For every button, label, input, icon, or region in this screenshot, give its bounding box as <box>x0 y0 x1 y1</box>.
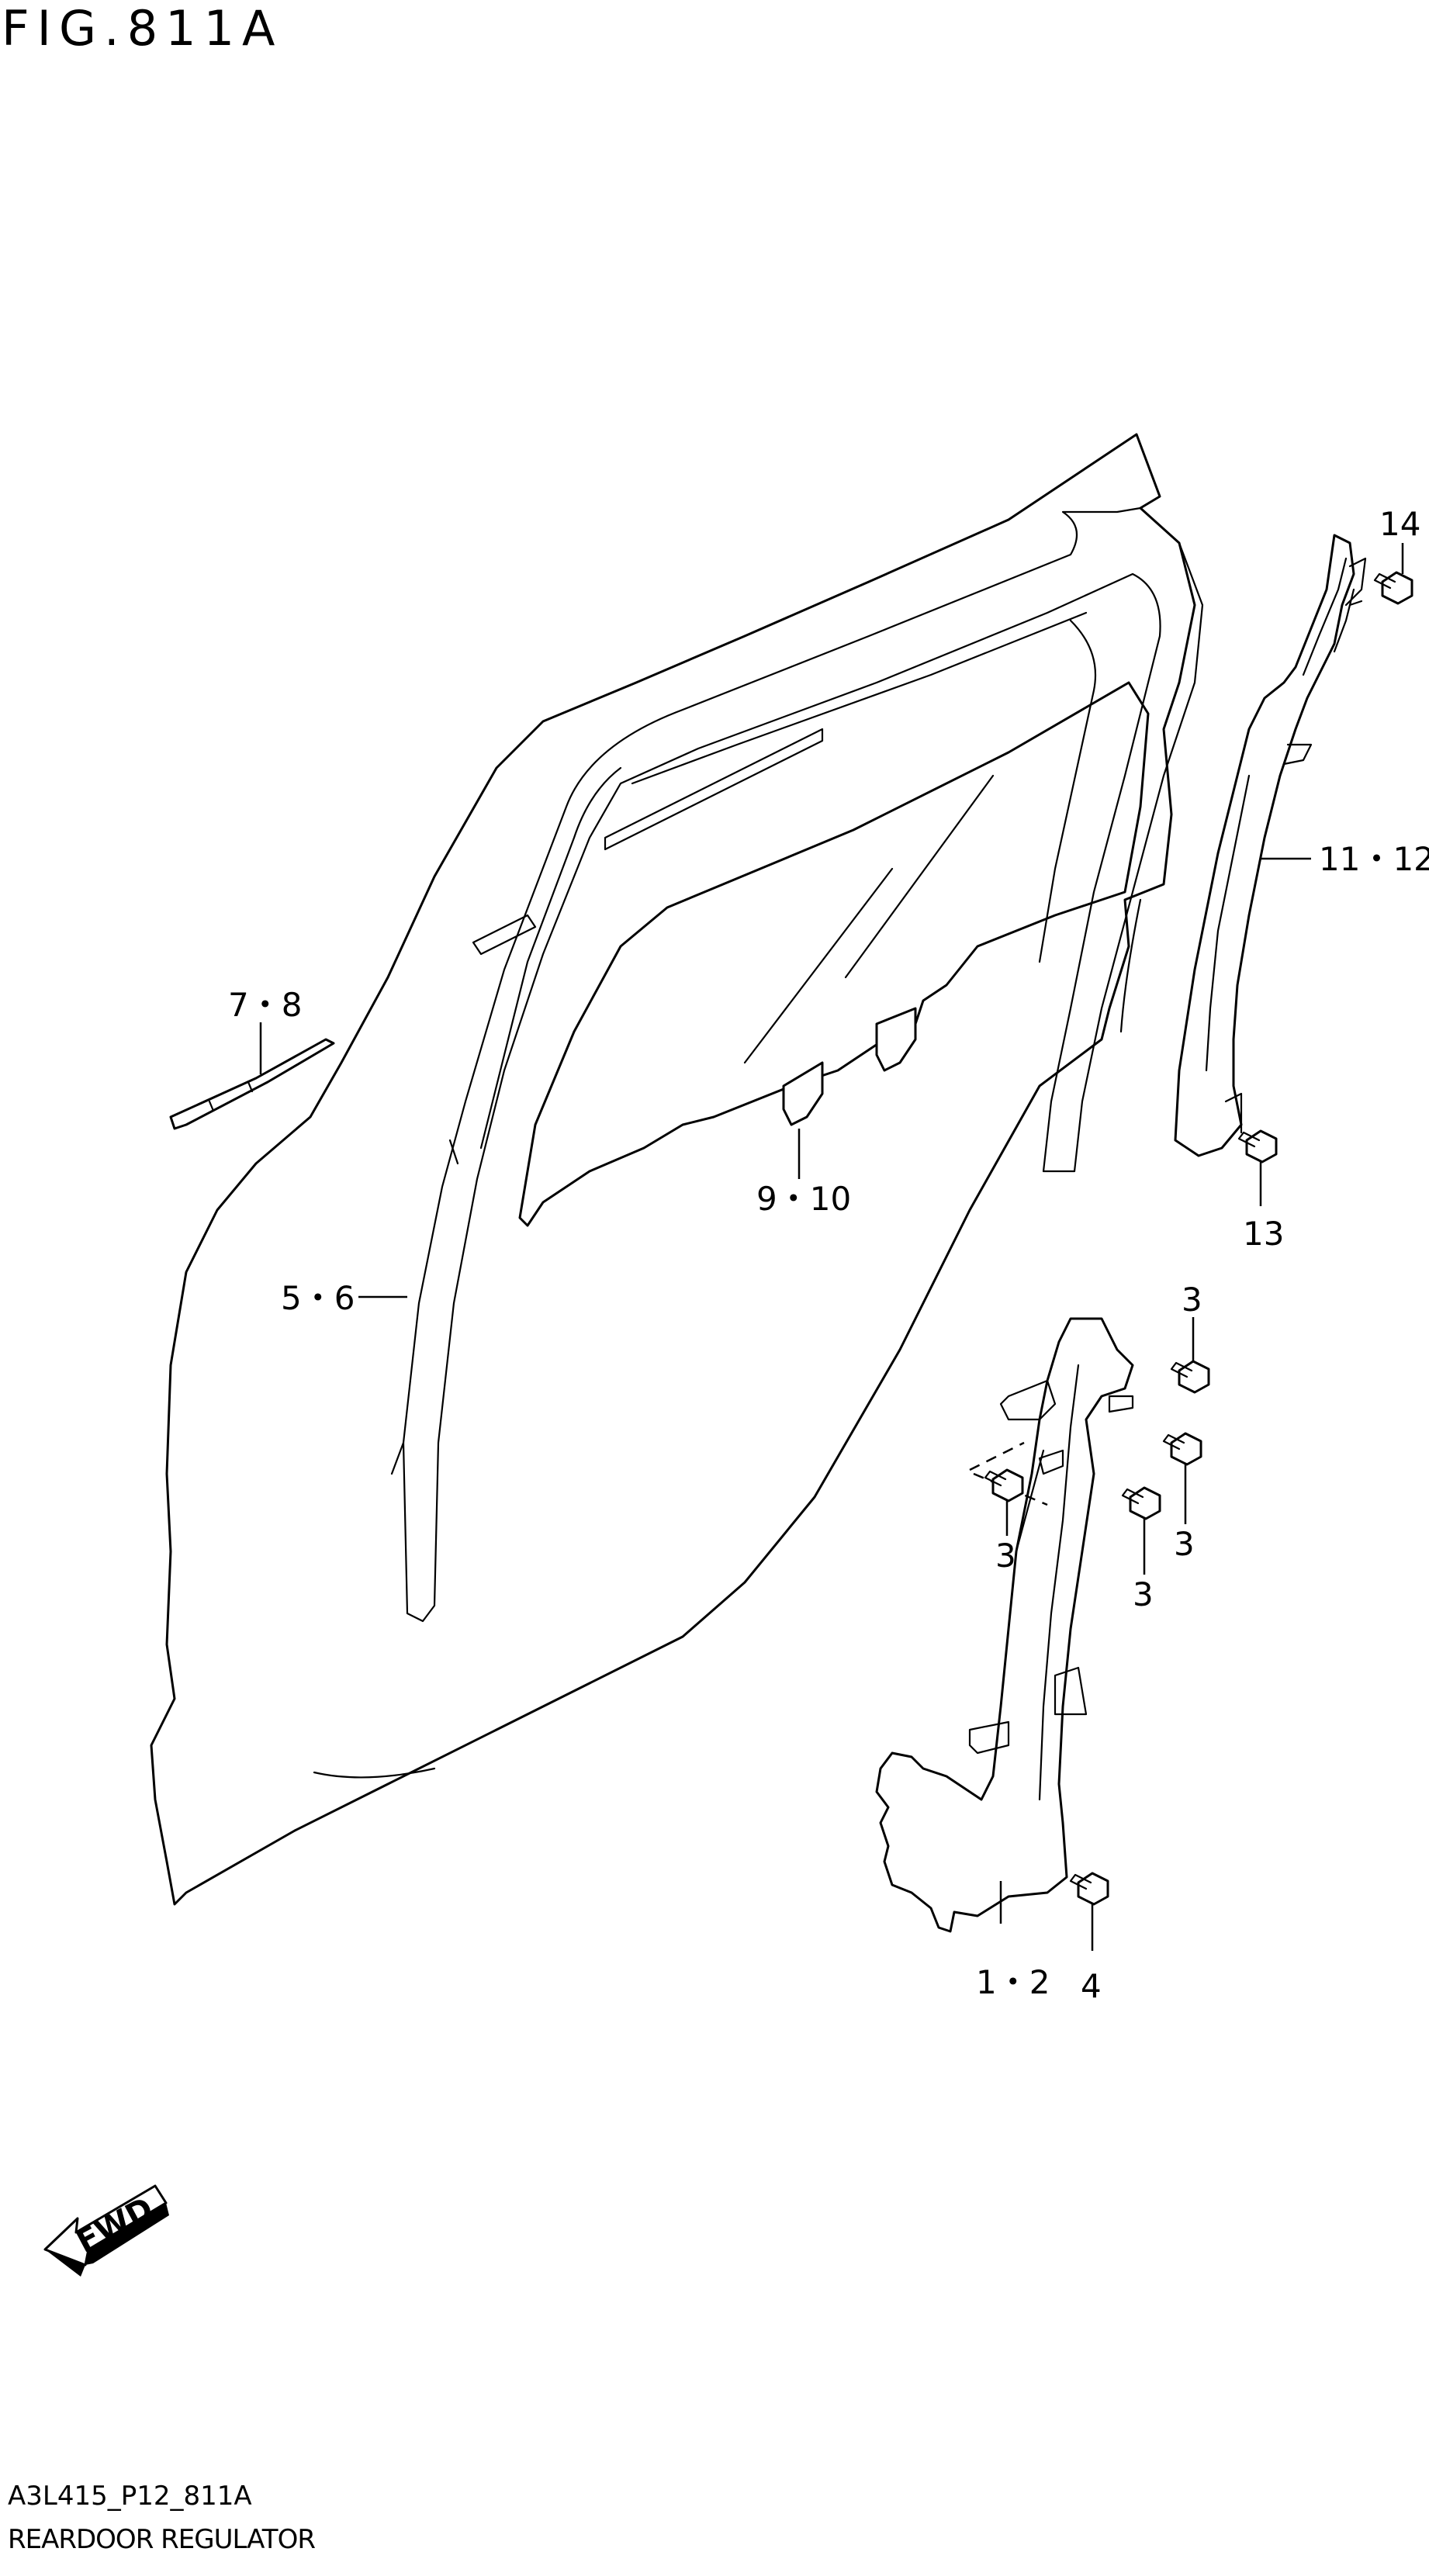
leader-lines <box>259 543 1404 1951</box>
callout-7-8: 7・8 <box>228 986 302 1024</box>
callout-5-6: 5・6 <box>281 1279 355 1317</box>
callout-3-top: 3 <box>1182 1281 1202 1319</box>
callout-3-right: 3 <box>1174 1525 1195 1563</box>
door-glass <box>518 681 1150 1227</box>
rear-door-panel <box>150 433 1204 1906</box>
callout-3-bottom: 3 <box>1133 1575 1154 1613</box>
bolt-3d <box>1121 1486 1161 1520</box>
bolt-3b <box>1162 1432 1202 1466</box>
fwd-direction-badge: FWD <box>43 2184 169 2277</box>
callout-4: 4 <box>1081 1967 1102 2005</box>
bolt-4 <box>1069 1872 1109 1906</box>
figure-code: A3L415_P12_811A <box>8 2481 252 2512</box>
figure-name: REARDOOR REGULATOR <box>8 2524 316 2555</box>
fwd-label: FWD <box>71 2190 159 2260</box>
bolt-3c <box>984 1468 1024 1502</box>
callout-11-12: 11・12 <box>1319 840 1429 878</box>
callout-labels: 14 11・12 7・8 9・10 13 5・6 3 3 3 3 1・2 4 <box>228 505 1429 2005</box>
bolt-3a <box>1170 1360 1210 1394</box>
bolt-13 <box>1237 1129 1278 1164</box>
belt-molding <box>169 1038 335 1130</box>
glass-run-channel <box>390 1139 459 1475</box>
callout-1-2: 1・2 <box>976 1963 1050 2001</box>
door-sash-channel <box>1174 534 1367 1157</box>
window-regulator <box>875 1317 1134 1933</box>
callout-13: 13 <box>1243 1215 1284 1253</box>
figure-title: FIG.811A <box>2 0 283 57</box>
callout-14: 14 <box>1379 505 1420 543</box>
callout-3-left: 3 <box>995 1537 1016 1575</box>
callout-9-10: 9・10 <box>756 1180 851 1218</box>
bolts <box>984 571 1413 1906</box>
bolt-14 <box>1373 571 1413 605</box>
